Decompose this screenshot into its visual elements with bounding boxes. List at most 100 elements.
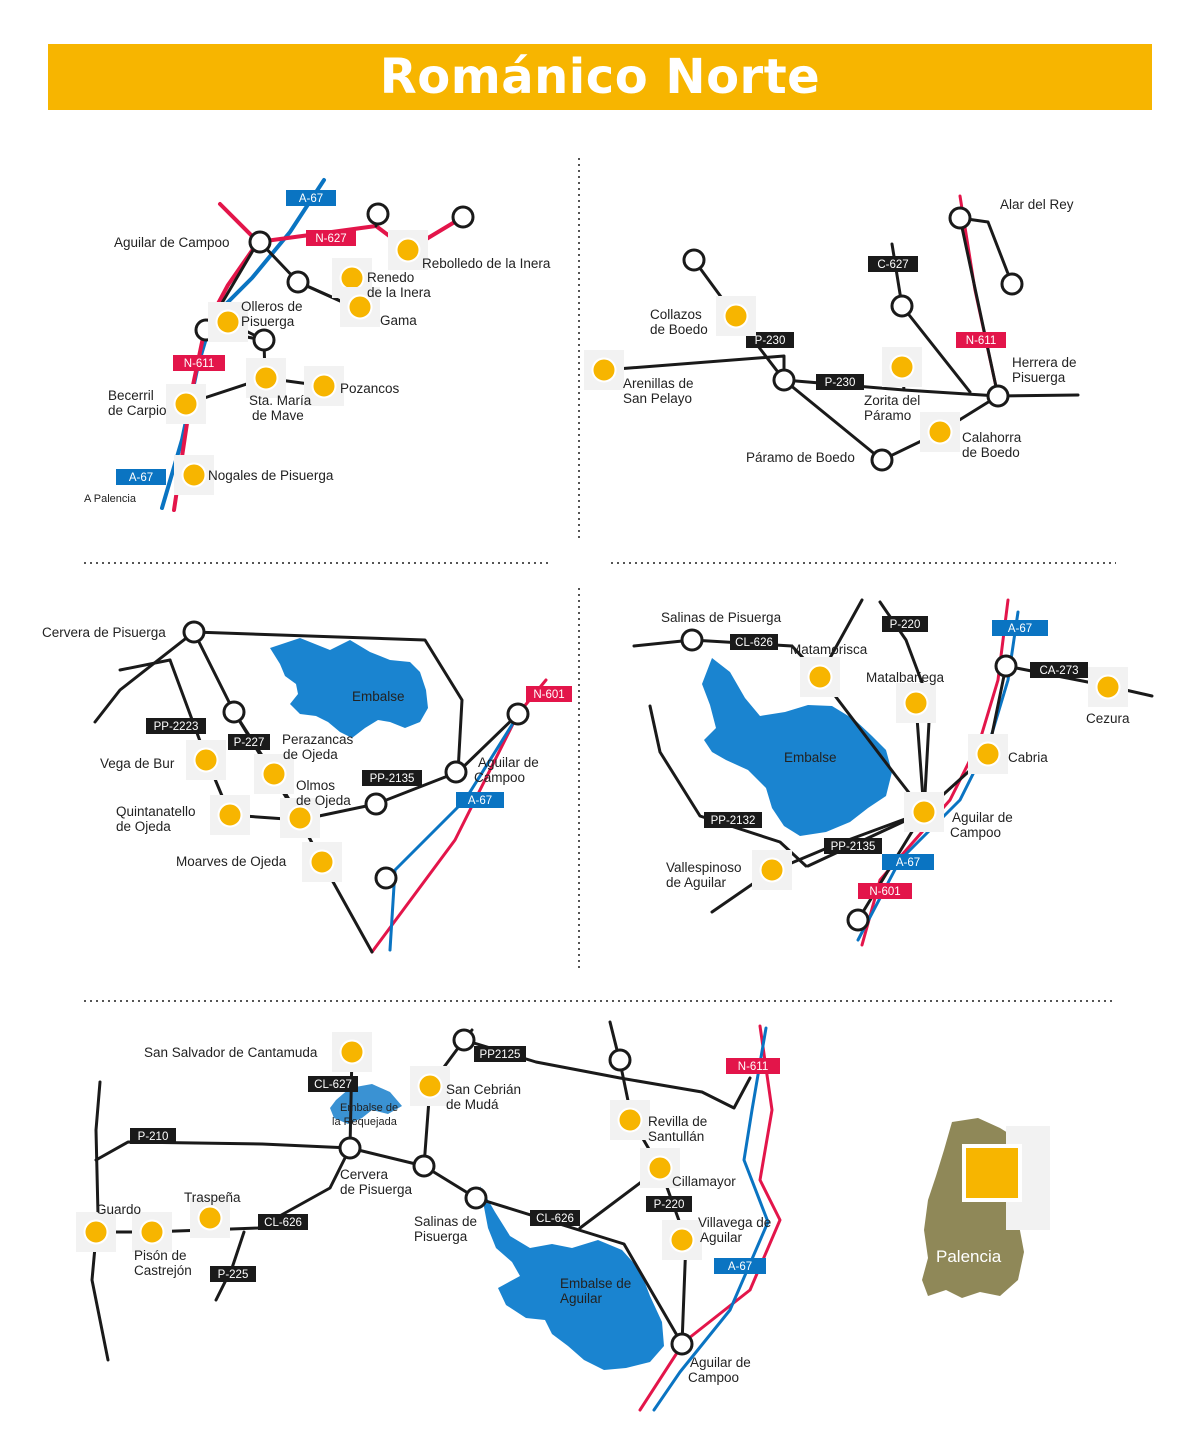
label-renedo-1: Renedo [367,270,414,285]
label-revilla-2: Santullán [648,1129,704,1144]
label-stamaria-1: Sta. María [249,393,312,408]
road-a67: A-67 [456,792,504,808]
title-banner: Románico Norte [48,44,1152,110]
road-cl626-a: CL-626 [258,1214,308,1230]
svg-text:A-67: A-67 [299,193,323,205]
reservoir-shape-small [330,1084,402,1124]
svg-text:PP-2135: PP-2135 [831,841,876,853]
label-aguilar-1: Aguilar de [690,1355,751,1370]
label-becerril-2: de Carpio [108,403,167,418]
label-aguilar-2: Campoo [474,770,525,785]
label-collazos-1: Collazos [650,307,702,322]
label-salinas-1: Salinas de [414,1214,477,1229]
road-cl626: CL-626 [730,634,778,650]
svg-text:A-67: A-67 [1008,623,1032,635]
label-palencia: Palencia [936,1247,1002,1266]
reservoir-shape [270,638,428,738]
svg-text:N-601: N-601 [533,689,564,701]
label-collazos-2: de Boedo [650,322,708,337]
svg-text:PP-2135: PP-2135 [370,773,415,785]
road-pp2125: PP2125 [474,1046,526,1062]
svg-text:N-627: N-627 [315,233,346,245]
label-embalse: Embalse [784,750,837,765]
map-herrera: C-627 N-611 P-230 P-230 Alar del Rey Col… [583,194,1080,472]
label-cillamayor: Cillamayor [672,1174,736,1189]
label-aguilar-2: Campoo [688,1370,739,1385]
label-quintanatello-2: de Ojeda [116,819,171,834]
label-herrera-1: Herrera de [1012,355,1077,370]
road-cl626-b: CL-626 [530,1210,580,1226]
svg-text:A-67: A-67 [896,857,920,869]
map-aguilar-north: A-67 N-627 N-611 A-67 Aguilar de Campoo … [84,178,551,512]
label-cervera-2: de Pisuerga [340,1182,413,1197]
label-cervera-1: Cervera [340,1167,389,1182]
label-rebolledo: Rebolledo de la Inera [422,256,551,271]
label-matalbariega: Matalbariega [866,670,945,685]
label-salinas: Salinas de Pisuerga [661,610,782,625]
label-arenillas-1: Arenillas de [623,376,694,391]
map-cervera-aguilar: PP2125 CL-627 N-611 P-210 CL-626 CL-626 … [75,1020,782,1412]
label-calahorra-2: de Boedo [962,445,1020,460]
road-p220: P-220 [646,1196,692,1212]
road-a67: A-67 [714,1258,766,1274]
label-aguilar-1: Aguilar de [952,810,1013,825]
label-guardo: Guardo [96,1202,141,1217]
road-pp2223: PP-2223 [146,718,206,734]
road-n611: N-611 [173,355,225,371]
map-salinas: CL-626 P-220 A-67 CA-273 PP-2132 PP-2135… [632,598,1154,947]
road-pp2132: PP-2132 [704,812,762,828]
locator-map-palencia: Palencia [922,1118,1050,1298]
road-ca273: CA-273 [1030,662,1088,678]
svg-text:CL-626: CL-626 [536,1213,574,1225]
label-traspena: Traspeña [184,1190,241,1205]
road-pp2135: PP-2135 [362,770,422,786]
label-aguilar-2: Campoo [950,825,1001,840]
svg-text:PP2125: PP2125 [480,1049,521,1061]
road-p220: P-220 [882,616,928,632]
road-p230-b: P-230 [816,374,864,390]
label-perazancas-1: Perazancas [282,732,354,747]
label-paramo: Páramo de Boedo [746,450,855,465]
svg-text:A-67: A-67 [728,1261,752,1273]
svg-text:N-611: N-611 [966,335,996,347]
svg-text:CL-626: CL-626 [735,637,773,649]
svg-text:N-611: N-611 [184,358,214,370]
road-a67-mid: A-67 [882,854,934,870]
label-matamorisca: Matamorisca [790,642,868,657]
label-gama: Gama [380,313,417,328]
label-stamaria-2: de Mave [252,408,304,423]
label-arenillas-2: San Pelayo [623,391,692,406]
map-ojeda: PP-2223 P-227 PP-2135 N-601 A-67 Cervera… [42,620,572,954]
svg-text:P-220: P-220 [890,619,921,631]
label-cezura: Cezura [1086,711,1130,726]
label-cervera: Cervera de Pisuerga [42,625,166,640]
road-n601: N-601 [858,883,912,899]
road-p210: P-210 [130,1128,176,1144]
svg-text:CA-273: CA-273 [1040,665,1079,677]
label-vallespinoso-2: de Aguilar [666,875,727,890]
label-olmos-1: Olmos [296,778,335,793]
label-olleros-2: Pisuerga [241,314,295,329]
road-cl627: CL-627 [308,1076,358,1092]
svg-text:P-227: P-227 [234,737,265,749]
label-olleros-1: Olleros de [241,299,303,314]
label-embalse-2: Aguilar [560,1291,603,1306]
label-apalencia: A Palencia [84,493,137,505]
label-revilla-1: Revilla de [648,1114,707,1129]
svg-text:A-67: A-67 [129,472,153,484]
svg-text:N-611: N-611 [738,1061,768,1073]
svg-text:A-67: A-67 [468,795,492,807]
label-vega: Vega de Bur [100,756,175,771]
label-sansalvador: San Salvador de Cantamuda [144,1045,318,1060]
label-embalse: Embalse [352,689,405,704]
road-p230-a: P-230 [746,332,794,348]
label-villavega-2: Aguilar [700,1230,743,1245]
page-title: Románico Norte [379,49,821,105]
svg-text:N-601: N-601 [869,886,900,898]
label-requejada-1: Embalse de [340,1102,398,1114]
svg-text:P-220: P-220 [654,1199,685,1211]
svg-text:P-230: P-230 [755,335,786,347]
label-sancebrian-1: San Cebrián [446,1082,521,1097]
label-zorita-1: Zorita del [864,393,920,408]
svg-text:CL-627: CL-627 [314,1079,352,1091]
